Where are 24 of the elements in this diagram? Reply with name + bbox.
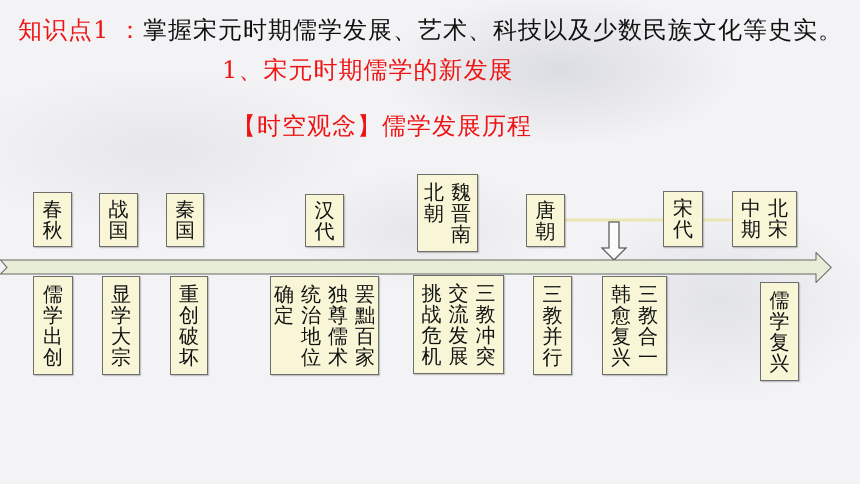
event-text: 显学大宗	[110, 284, 132, 368]
event-text: 三教合一韩愈复兴	[610, 284, 658, 368]
period-name: 唐朝	[535, 200, 556, 242]
period-name: 魏晋南北朝	[424, 182, 472, 244]
connector-line	[703, 218, 732, 222]
diagram-title: 【时空观念】儒学发展历程	[232, 111, 532, 141]
period-name: 汉代	[314, 200, 335, 242]
block-arrow	[600, 221, 628, 261]
event-text: 三教并行	[542, 284, 563, 368]
period-name: 北宋中期	[740, 198, 788, 240]
topic-tag: 知识点1 ：	[18, 16, 143, 44]
timeline-arrow	[0, 252, 832, 283]
connector-line	[565, 218, 663, 222]
period-name: 秦国	[174, 199, 196, 241]
event-text: 重创破坏	[178, 284, 200, 368]
event-text: 儒学出创	[42, 284, 64, 368]
objective-text: 掌握宋元时期儒学发展、艺术、科技以及少数民族文化等史实。	[142, 16, 843, 44]
event-text: 罢黜百家独尊儒术统治地位确定	[274, 284, 376, 368]
period-name: 宋代	[672, 198, 694, 240]
period-name: 春秋	[42, 198, 63, 240]
event-text: 三教冲突交流发展挑战危机	[421, 282, 496, 366]
event-text: 儒学复兴	[769, 290, 790, 374]
section-heading: 1、宋元时期儒学的新发展	[222, 55, 514, 85]
period-name: 战国	[108, 199, 129, 241]
